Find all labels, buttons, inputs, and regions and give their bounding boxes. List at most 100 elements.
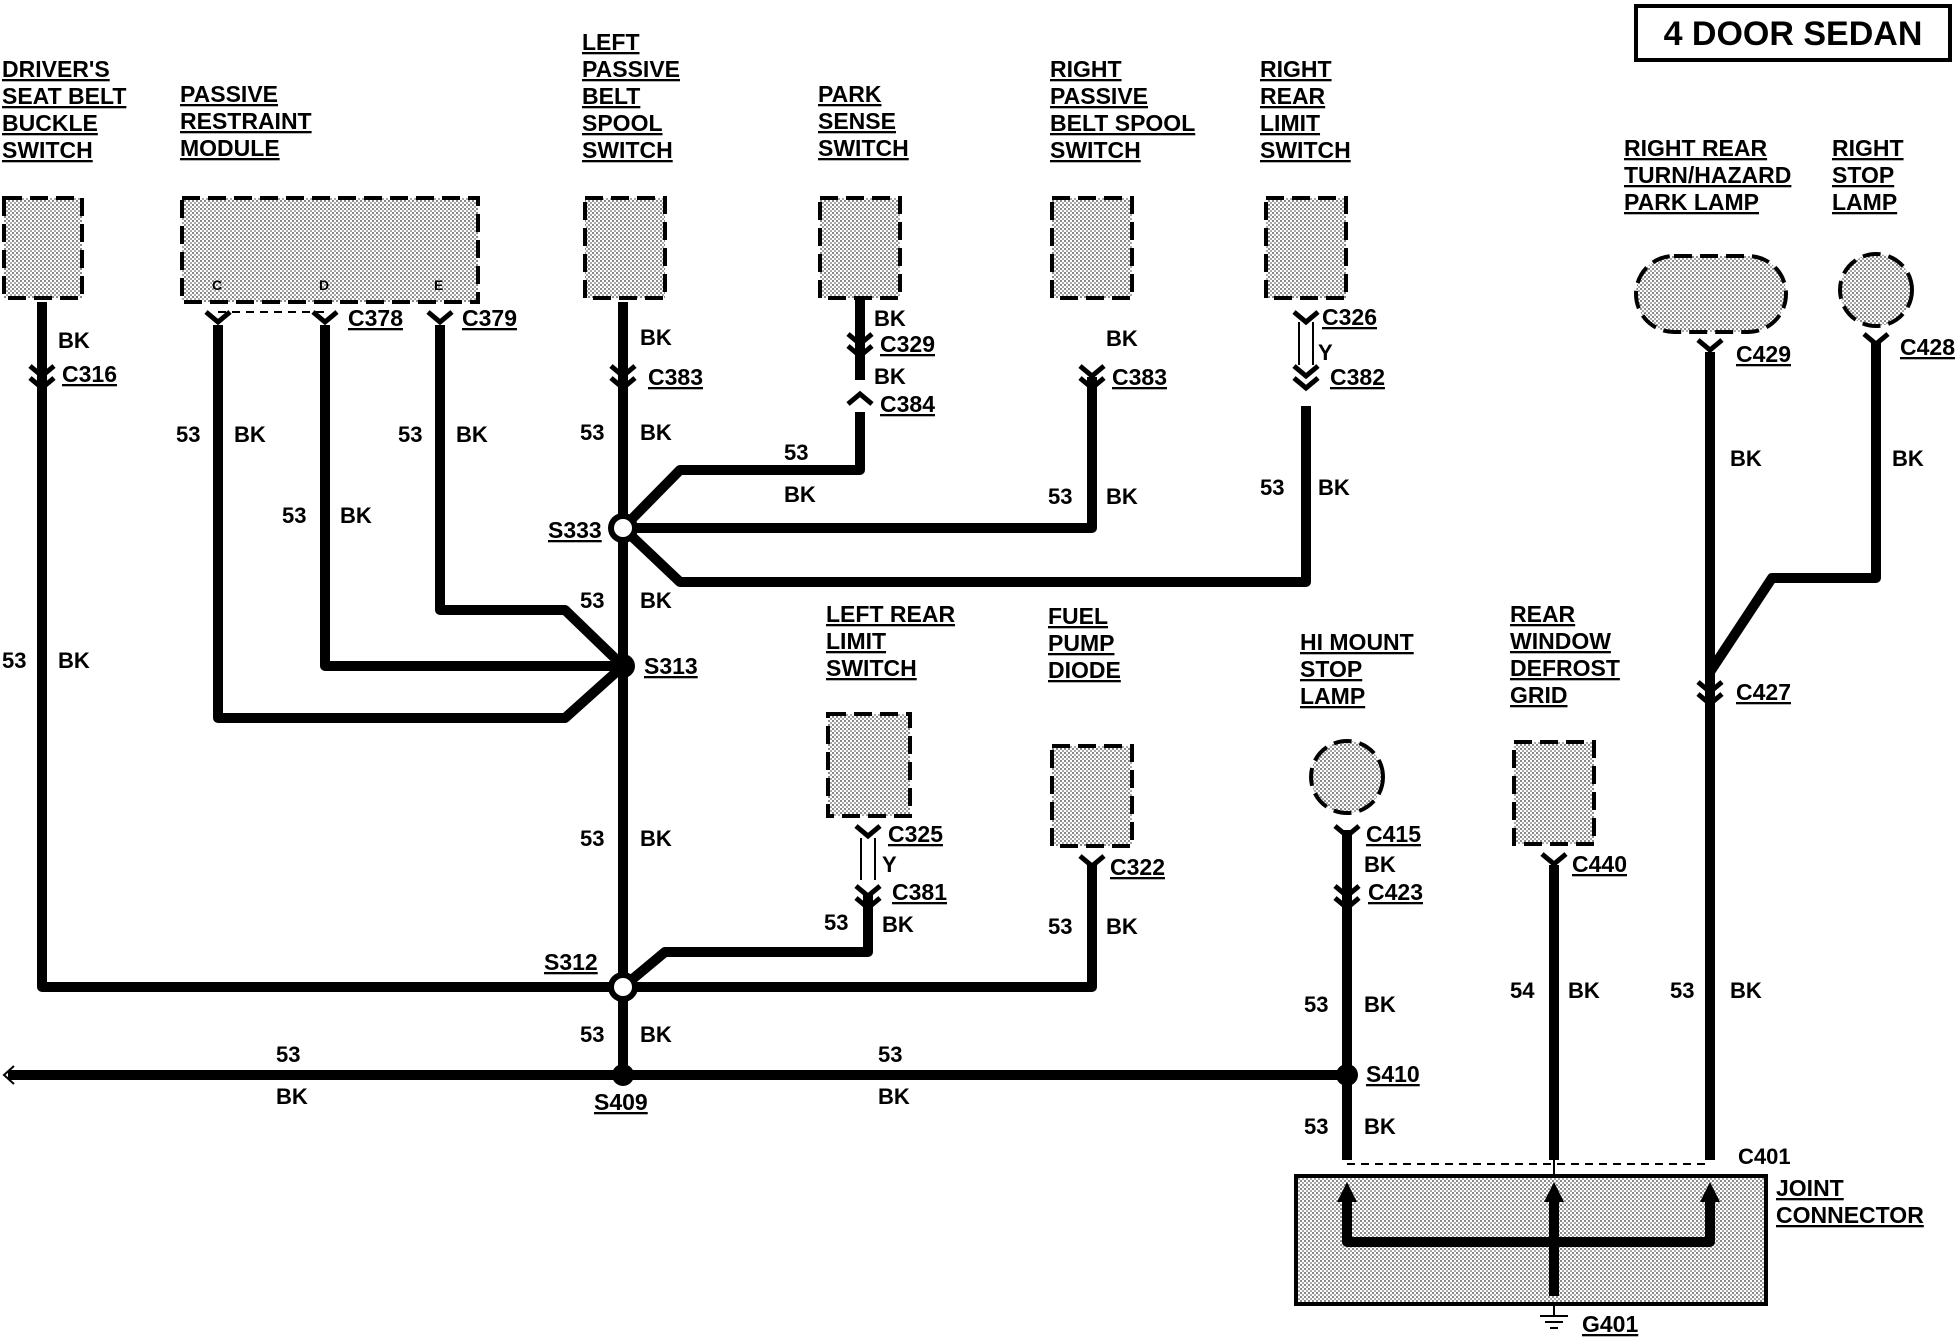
pin-c: C [212,277,222,293]
label-c428: C428 [1900,334,1955,360]
label-c401: C401 [1738,1144,1791,1169]
wire-labels: BK 53 BK 53 BK 53 BK 53 BK BK 53 BK 53 B… [2,306,1924,1139]
label-s312: S312 [544,949,598,975]
wire-y: Y [882,852,897,877]
label-lpbs-l3: BELT [582,83,640,109]
label-prm-l1: PASSIVE [180,81,278,107]
label-c329: C329 [880,331,935,357]
label-rrls-l2: REAR [1260,83,1326,109]
right-stop-lamp [1838,252,1914,328]
label-rrth-l3: PARK LAMP [1624,189,1759,215]
label-c415: C415 [1366,821,1421,847]
label-c383-left: C383 [648,364,703,390]
label-lrls-l1: LEFT REAR [826,601,955,627]
connector-labels: C316 C378 C379 C383 C329 C384 C383 C326 … [62,304,1955,1169]
left-rear-limit-switch [826,712,912,818]
splice-s312 [608,972,638,1002]
pin-e: E [434,277,443,293]
wire-bk: BK [874,364,906,389]
diagram-title: 4 DOOR SEDAN [1664,15,1923,53]
splice-s313 [611,654,635,678]
title-box [1634,4,1952,62]
right-passive-belt-spool-switch [1050,196,1134,300]
label-drivers-switch-l2: SEAT BELT [2,83,126,109]
label-c384: C384 [880,391,935,417]
wire-54: 54 [1510,978,1535,1003]
wire-continuation-arrow [2,1065,15,1085]
label-hmsl-l2: STOP [1300,656,1362,682]
label-rwdg-l4: GRID [1510,682,1568,708]
wire-53: 53 [2,648,26,673]
label-rsl-l3: LAMP [1832,189,1897,215]
label-s409: S409 [594,1089,648,1115]
wire-53: 53 [282,503,306,528]
wire-53: 53 [276,1042,300,1067]
wires [8,300,1881,1160]
wire-53: 53 [398,422,422,447]
label-c325: C325 [888,821,943,847]
label-drivers-switch-l4: SWITCH [2,137,93,163]
label-c427: C427 [1736,679,1791,705]
splice-s333 [608,513,638,543]
wire-53: 53 [1670,978,1694,1003]
pin-d: D [319,277,329,293]
splices [608,513,1358,1086]
wire-53: 53 [580,588,604,613]
wire-53: 53 [1304,1114,1328,1139]
wire-53: 53 [824,910,848,935]
wire-bk: BK [1364,1114,1396,1139]
label-c382: C382 [1330,364,1385,390]
passive-restraint-module [180,196,480,304]
wire-bk: BK [640,826,672,851]
wire-53: 53 [1048,914,1072,939]
wire-53: 53 [176,422,200,447]
label-rrls-l1: RIGHT [1260,56,1332,82]
label-c316: C316 [62,361,117,387]
splice-s409 [612,1064,634,1086]
label-c326: C326 [1322,304,1377,330]
label-rpbs-l2: PASSIVE [1050,83,1148,109]
wire-bk: BK [234,422,266,447]
label-rwdg-l1: REAR [1510,601,1576,627]
wire-bk: BK [640,420,672,445]
wire-bk: BK [878,1084,910,1109]
wire-bk: BK [1730,978,1762,1003]
label-park-l1: PARK [818,81,882,107]
label-s333: S333 [548,517,602,543]
right-rear-limit-switch [1264,196,1348,300]
label-fpd-l3: DIODE [1048,657,1121,683]
label-c383-right: C383 [1112,364,1167,390]
ground-symbol [1540,1304,1568,1329]
wire-bk: BK [1106,914,1138,939]
wire-y: Y [1318,340,1333,365]
label-rwdg-l2: WINDOW [1510,628,1611,654]
label-rsl-l2: STOP [1832,162,1894,188]
wire-53: 53 [580,420,604,445]
label-lrls-l2: LIMIT [826,628,886,654]
left-passive-belt-spool-switch [583,196,667,300]
wire-bk: BK [1106,326,1138,351]
splice-labels: S333 S313 S312 S409 S410 G401 [544,517,1638,1337]
label-rwdg-l3: DEFROST [1510,655,1620,681]
right-rear-turn-hazard-park-lamp [1634,254,1788,334]
wire-bk: BK [882,912,914,937]
label-hmsl-l3: LAMP [1300,683,1365,709]
label-lpbs-l4: SPOOL [582,110,663,136]
label-s313: S313 [644,653,698,679]
label-lpbs-l5: SWITCH [582,137,673,163]
label-rpbs-l3: BELT SPOOL [1050,110,1195,136]
wire-bk: BK [640,325,672,350]
label-rrth-l1: RIGHT REAR [1624,135,1768,161]
splice-s410 [1336,1064,1358,1086]
joint-connector-internals [1337,1160,1720,1296]
label-prm-l3: MODULE [180,135,280,161]
label-c423: C423 [1368,879,1423,905]
wire-bk: BK [1568,978,1600,1003]
wire-bk: BK [1318,475,1350,500]
wire-53: 53 [784,440,808,465]
label-rpbs-l4: SWITCH [1050,137,1141,163]
label-c381: C381 [892,879,947,905]
wire-bk: BK [340,503,372,528]
wire-bk: BK [1730,446,1762,471]
